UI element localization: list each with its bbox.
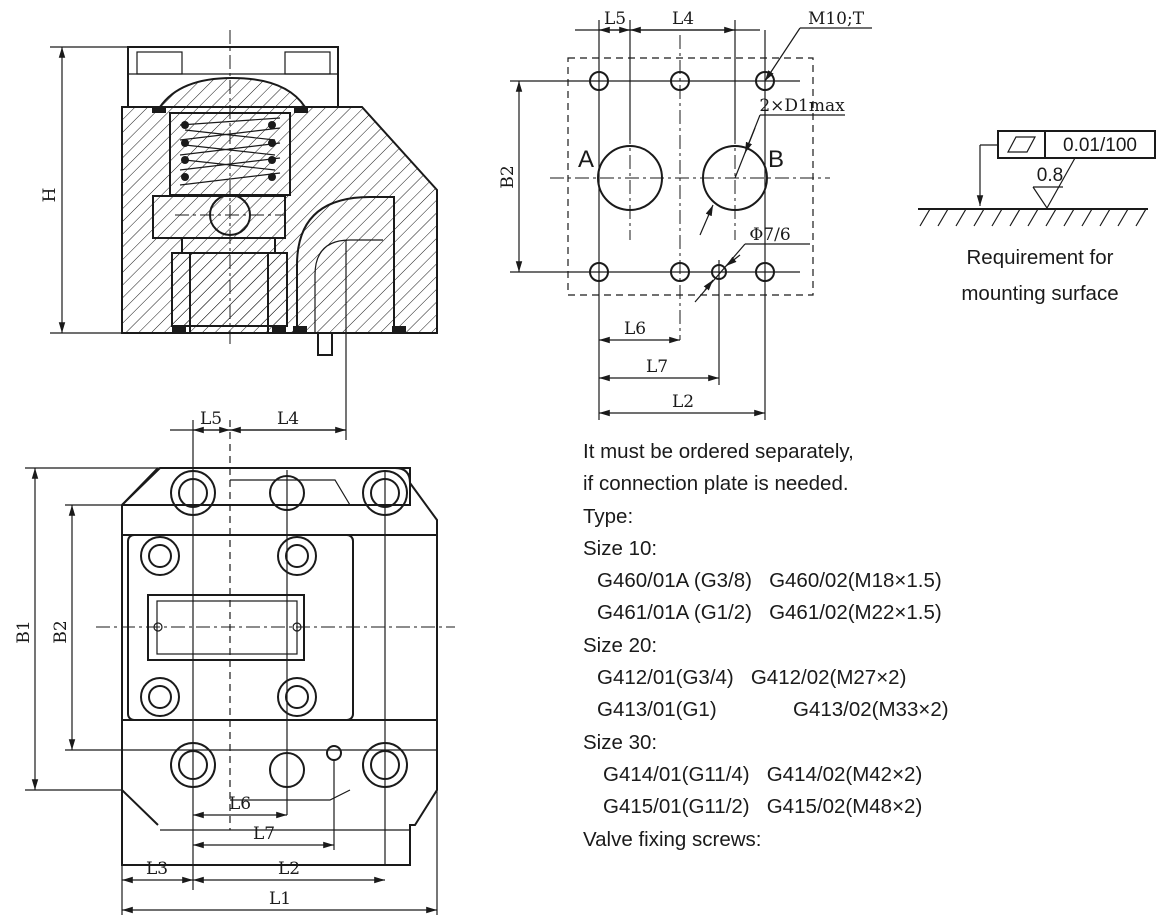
size20-row2-b: G413/02(M33×2): [793, 698, 949, 722]
plan-view: [65, 420, 455, 890]
port-a-label: A: [578, 146, 594, 173]
size20-row1: G412/01(G3/4) G412/02(M27×2): [583, 662, 1153, 694]
size30-row2-b: G415/02(M48×2): [766, 795, 923, 819]
dim-label-L6-plan: L6: [229, 794, 251, 814]
note-line1: It must be ordered separately,: [583, 440, 854, 463]
size10-row2-b: G461/02(M22×1.5): [769, 601, 942, 625]
port-b-circle: [702, 145, 768, 211]
dim-label-port-dia: 2×D1max: [759, 96, 845, 116]
dim-label-L7-mount: L7: [646, 357, 668, 377]
surface-requirement: 0.01/100 0.8: [918, 130, 1156, 227]
flatness-frame: [997, 130, 1156, 159]
mounting-dimensions: L5 L4 M10;T 2×D1max Φ7/6 B2 L6 L7 L2: [498, 9, 872, 417]
note-line2: if connection plate is needed.: [583, 472, 849, 496]
size20-row1-b: G412/02(M27×2): [750, 666, 907, 690]
size20-row2-a: G413/01(G1): [597, 698, 717, 722]
dim-label-L1: L1: [269, 889, 291, 909]
dim-H: H: [40, 46, 128, 334]
size10-label: Size 10:: [583, 536, 658, 560]
dim-label-L5-plan: L5: [200, 409, 222, 429]
mounting-face-outline: [567, 57, 814, 296]
surface-caption: Requirement for mounting surface: [920, 240, 1160, 312]
port-a-circle: [597, 145, 663, 211]
dim-label-L3: L3: [146, 859, 168, 879]
size20-row2: G413/01(G1) G413/02(M33×2): [583, 694, 1153, 726]
dim-label-L4-plan: L4: [277, 409, 299, 429]
dim-label-thread: M10;T: [808, 9, 865, 29]
dim-label-L2-plan: L2: [278, 859, 300, 879]
dim-label-L5-mount: L5: [604, 9, 626, 29]
size10-row1-b: G460/02(M18×1.5): [769, 569, 942, 593]
dim-label-L2-mount: L2: [672, 392, 694, 412]
section-view: [121, 30, 438, 440]
surface-caption-line1: Requirement for: [966, 246, 1114, 269]
size20-label: Size 20:: [583, 633, 658, 657]
plan-dimensions: B1 B2 L5 L4 L6 L7 L3 L2 L1: [14, 409, 438, 915]
size10-row1: G460/01A (G3/8) G460/02(M18×1.5): [583, 565, 1153, 597]
dim-label-B1: B1: [14, 620, 34, 643]
size10-row1-a: G460/01A (G3/8): [597, 569, 752, 593]
ordering-notes: It must be ordered separately, if connec…: [583, 436, 1153, 856]
dim-label-L6-mount: L6: [624, 319, 646, 339]
size30-row2-a: G415/01(G11/2): [603, 795, 750, 819]
size20-row1-a: G412/01(G3/4): [597, 666, 734, 690]
dim-label-pin-dia: Φ7/6: [749, 225, 790, 245]
size30-row2: G415/01(G11/2) G415/02(M48×2): [583, 791, 1153, 823]
size30-row1: G414/01(G11/4) G414/02(M42×2): [583, 759, 1153, 791]
dim-label-B2-plan: B2: [51, 620, 71, 643]
dim-label-H: H: [40, 188, 60, 203]
roughness-value: 0.8: [1037, 165, 1063, 186]
size10-row2-a: G461/01A (G1/2): [597, 601, 752, 625]
type-label: Type:: [583, 504, 634, 528]
port-b-label: B: [768, 146, 784, 173]
dim-label-L7-plan: L7: [253, 824, 275, 844]
surface-caption-line2: mounting surface: [961, 282, 1119, 305]
dim-label-B2-mount: B2: [498, 165, 518, 188]
mounting-pattern: A B: [510, 20, 830, 420]
size30-label: Size 30:: [583, 730, 658, 754]
flatness-icon: [1007, 136, 1036, 153]
size10-row2: G461/01A (G1/2) G461/02(M22×1.5): [583, 597, 1153, 629]
flatness-value: 0.01/100: [1063, 135, 1137, 156]
size30-row1-b: G414/02(M42×2): [766, 762, 923, 786]
dim-label-L4-mount: L4: [672, 9, 694, 29]
size30-row1-a: G414/01(G11/4): [603, 762, 750, 786]
screws-label: Valve fixing screws:: [583, 827, 762, 851]
